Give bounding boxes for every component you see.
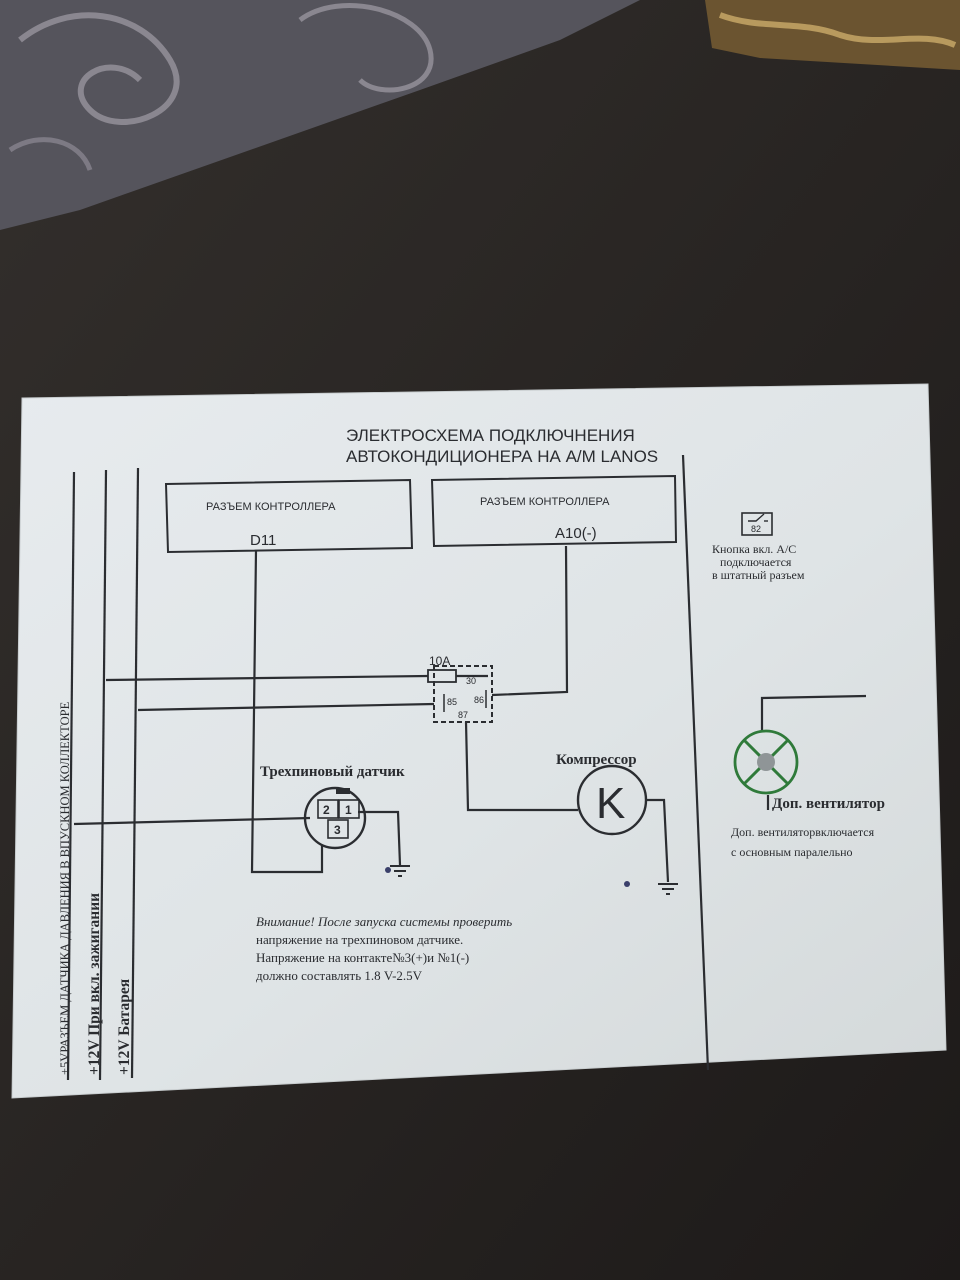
relay-pin-87: 87 <box>458 710 468 720</box>
section-divider <box>681 454 710 1071</box>
three-pin-sensor: Трехпиновый датчик 2 1 3 <box>260 764 405 850</box>
wallpaper-corner <box>0 0 640 230</box>
power-rails <box>66 467 140 1081</box>
compressor: Компрессор K <box>556 752 648 836</box>
connector-label: РАЗЪЕМ КОНТРОЛЛЕРА <box>206 501 336 513</box>
ground-icon <box>390 865 410 877</box>
relay-pin-86: 86 <box>474 695 484 705</box>
ac-button-line: Кнопка вкл. A/C <box>712 542 796 556</box>
diagram-title-line1: ЭЛЕКТРОСХЕМА ПОДКЛЮЧНЕНИЯ <box>346 426 635 445</box>
frame-corner <box>705 0 960 70</box>
compressor-title: Компрессор <box>556 752 637 768</box>
fuse-label: 10A <box>429 654 450 668</box>
controller-connector-d11: РАЗЪЕМ КОНТРОЛЛЕРА D11 <box>164 478 414 554</box>
rail-label-battery: +12V Батарея <box>116 979 133 1075</box>
paper-sheet <box>11 383 947 1099</box>
diagram-title-line2: АВТОКОНДИЦИОНЕРА НА A/M LANOS <box>346 447 658 466</box>
warning-line: Напряжение на контакте№3(+)и №1(-) <box>256 950 469 965</box>
fan-title: Доп. вентилятор <box>772 796 885 812</box>
sensor-title: Трехпиновый датчик <box>260 764 405 780</box>
relay-pin-85: 85 <box>447 697 457 707</box>
rail-label-ignition: +12V При вкл. зажигании <box>86 893 103 1075</box>
sensor-pin-3: 3 <box>334 823 341 837</box>
relay: 30 85 86 87 <box>433 665 493 723</box>
connector-pin-d11: D11 <box>250 532 276 549</box>
fan-hub <box>757 753 775 771</box>
sensor-pin-1: 1 <box>345 803 352 817</box>
connector-label: РАЗЪЕМ КОНТРОЛЛЕРА <box>480 496 610 508</box>
ac-button-number: 82 <box>751 524 761 534</box>
warning-line: напряжение на трехпиновом датчике. <box>256 932 463 947</box>
warning-note: Внимание! После запуска системы проверит… <box>256 914 512 983</box>
wiring <box>73 545 670 883</box>
ground-icon <box>658 883 678 895</box>
ac-button-line: в штатный разъем <box>712 568 805 582</box>
ink-dot <box>624 881 630 887</box>
warning-line: Внимание! После запуска системы проверит… <box>256 914 512 929</box>
fan-line: с основным паралельно <box>731 845 853 859</box>
extra-fan: Доп. вентилятор Доп. вентиляторвключаетс… <box>731 694 885 859</box>
compressor-symbol: K <box>596 779 625 828</box>
warning-line: должно составлять 1.8 V-2.5V <box>256 968 423 983</box>
fan-line: Доп. вентиляторвключается <box>731 825 875 839</box>
ac-button: 82 Кнопка вкл. A/C подключается в штатны… <box>712 512 805 582</box>
controller-connector-a10: РАЗЪЕМ КОНТРОЛЛЕРА A10(-) <box>430 474 678 548</box>
fuse-10a: 10A <box>427 654 457 683</box>
rail-label-5v: +5VРАЗЪЕМ ДАТЧИКА ДАВЛЕНИЯ В ВПУСКНОМ КО… <box>58 701 72 1075</box>
relay-pin-30: 30 <box>466 676 476 686</box>
ink-dot <box>385 867 391 873</box>
ac-button-line: подключается <box>720 555 792 569</box>
connector-pin-a10: A10(-) <box>555 525 597 542</box>
sensor-pin-2: 2 <box>323 803 330 817</box>
